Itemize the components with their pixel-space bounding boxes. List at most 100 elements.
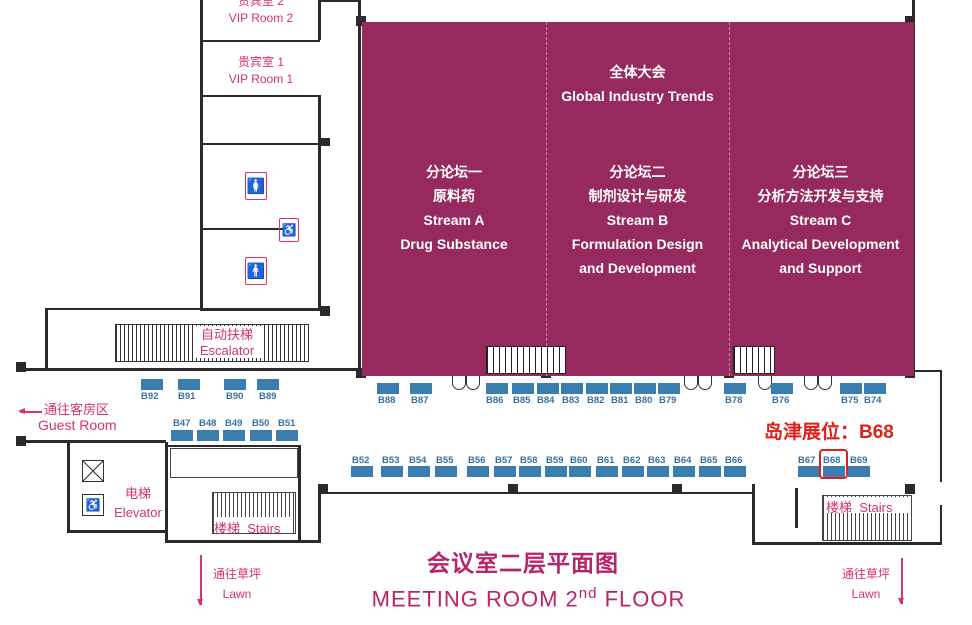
booth[interactable] <box>724 466 746 477</box>
stairs-left-label: 楼梯 Stairs <box>214 521 281 536</box>
accessible-restroom-icon: ♿ <box>279 218 299 242</box>
booth-label: B64 <box>674 455 692 466</box>
lawn-left-arrow-icon <box>197 555 203 606</box>
booth-label: B87 <box>411 395 429 406</box>
highlight-box <box>819 449 848 479</box>
stream-c-label: 分论坛三 分析方法开发与支持 Stream C Analytical Devel… <box>741 164 900 276</box>
stream-a-label: 分论坛一 原料药 Stream A Drug Substance <box>400 164 508 252</box>
booth-label: B91 <box>178 391 196 402</box>
booth-highlighted[interactable] <box>823 466 845 477</box>
booth[interactable] <box>610 383 632 394</box>
plenary-label: 全体大会 Global Industry Trends <box>561 64 714 104</box>
lawn-right-arrow-icon <box>898 558 904 605</box>
booth[interactable] <box>658 383 680 394</box>
booth[interactable] <box>699 466 721 477</box>
booth-label: B51 <box>278 418 296 429</box>
booth[interactable] <box>798 466 820 477</box>
booth[interactable] <box>381 466 403 477</box>
booth[interactable] <box>486 383 508 394</box>
guest-room-label-en: Guest Room <box>38 417 117 433</box>
booth[interactable] <box>351 466 373 477</box>
booth[interactable] <box>586 383 608 394</box>
booth[interactable] <box>864 383 886 394</box>
booth[interactable] <box>250 430 272 441</box>
door <box>698 376 712 390</box>
booth[interactable] <box>771 383 793 394</box>
highlight-label: 岛津展位：B68 <box>764 422 894 443</box>
booth-label: B52 <box>352 455 370 466</box>
stream-b-label: 分论坛二 制剂设计与研发 Stream B Formulation Design… <box>571 164 704 276</box>
booth[interactable] <box>141 379 163 390</box>
escalator-label: 自动扶梯 Escalator <box>199 327 255 358</box>
title-cn: 会议室二层平面图 <box>427 550 619 576</box>
door <box>466 376 480 390</box>
booth[interactable] <box>408 466 430 477</box>
booth[interactable] <box>435 466 457 477</box>
stair-landing <box>170 448 298 478</box>
booth[interactable] <box>537 383 559 394</box>
booth[interactable] <box>512 383 534 394</box>
stairs-right-label: 楼梯 Stairs <box>826 500 893 515</box>
booth[interactable] <box>596 466 618 477</box>
booth-label: B66 <box>725 455 743 466</box>
booth-label: B67 <box>798 455 816 466</box>
booth[interactable] <box>840 383 862 394</box>
booth[interactable] <box>171 430 193 441</box>
guest-room-label-cn: 通往客房区 <box>44 402 110 417</box>
booth-label: B54 <box>409 455 427 466</box>
booth-label: B80 <box>635 395 653 406</box>
booth[interactable] <box>494 466 516 477</box>
booth-label: B81 <box>611 395 629 406</box>
elevator-car-icon <box>82 460 104 482</box>
booth-label: B76 <box>772 395 790 406</box>
booth-label: B75 <box>841 395 859 406</box>
booth[interactable] <box>622 466 644 477</box>
door <box>818 376 832 390</box>
booth-label: B92 <box>141 391 159 402</box>
booth-label: B89 <box>259 391 277 402</box>
booth[interactable] <box>197 430 219 441</box>
booth-label: B78 <box>725 395 743 406</box>
booth-label: B84 <box>537 395 555 406</box>
booth-label: B55 <box>436 455 454 466</box>
booth-label: B83 <box>562 395 580 406</box>
vip-room-1-label: 贵宾室 1 VIP Room 1 <box>228 55 294 86</box>
booth[interactable] <box>673 466 695 477</box>
accessible-elevator-icon: ♿ <box>82 494 104 516</box>
door <box>758 376 772 390</box>
booth-label: B69 <box>850 455 868 466</box>
booth[interactable] <box>224 379 246 390</box>
booth[interactable] <box>257 379 279 390</box>
booth[interactable] <box>410 383 432 394</box>
booth[interactable] <box>519 466 541 477</box>
booth-label: B74 <box>864 395 882 406</box>
booth-label: B60 <box>570 455 588 466</box>
booth[interactable] <box>178 379 200 390</box>
door <box>684 376 698 390</box>
hall-divider-1 <box>546 22 547 376</box>
booth-label: B82 <box>587 395 605 406</box>
guest-room-arrow-icon <box>18 408 42 414</box>
booth[interactable] <box>223 430 245 441</box>
booth[interactable] <box>647 466 669 477</box>
booth[interactable] <box>467 466 489 477</box>
vip-room-2-label: 贵宾室 2 VIP Room 2 <box>228 0 294 25</box>
booth-label: B56 <box>468 455 486 466</box>
male-restroom-icon: 🚹 <box>245 257 267 285</box>
booth-label-highlighted: B68 <box>823 455 841 466</box>
lawn-right-label: 通往草坪 Lawn <box>841 567 890 601</box>
booth[interactable] <box>724 383 746 394</box>
elevator-label: 电梯 Elevator <box>114 486 162 520</box>
booth[interactable] <box>561 383 583 394</box>
booth-label: B65 <box>700 455 718 466</box>
booth[interactable] <box>377 383 399 394</box>
booth[interactable] <box>848 466 870 477</box>
door <box>804 376 818 390</box>
booth[interactable] <box>545 466 567 477</box>
partition-stack-1 <box>486 346 566 374</box>
booth[interactable] <box>569 466 591 477</box>
booth[interactable] <box>276 430 298 441</box>
booth[interactable] <box>634 383 656 394</box>
booth-label: B48 <box>199 418 217 429</box>
hall-divider-2 <box>729 22 730 376</box>
